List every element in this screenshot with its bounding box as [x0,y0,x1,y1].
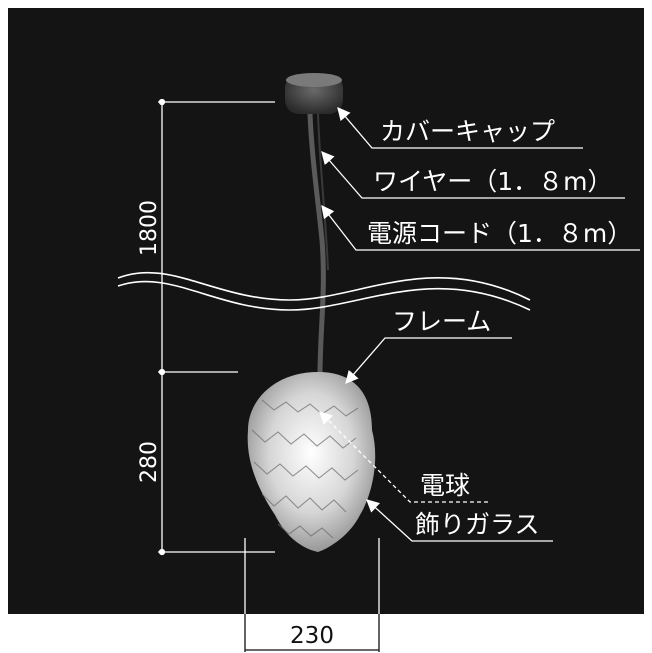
label-glass: 飾りガラス [415,510,540,539]
leader-cord [321,204,640,251]
break-symbol [117,271,531,311]
label-frame: フレーム [392,307,491,336]
leader-bulb [319,411,488,503]
dimension-horizontal [244,538,380,614]
canopy-shape [285,73,343,114]
dim-230-label: 230 [290,623,334,649]
dim-280-label: 280 [137,441,162,483]
leader-wire [321,151,625,199]
glass-shade [247,372,376,552]
dim-1800-label: 1800 [137,200,162,256]
leader-glass [366,499,553,542]
leader-canopy [337,107,583,149]
label-wire: ワイヤー（1．８m） [373,167,613,196]
leader-frame [345,337,512,384]
dimension-vertical [158,98,275,556]
cord-line [307,113,326,376]
label-canopy: カバーキャップ [380,117,555,146]
label-bulb: 電球 [420,471,470,500]
label-cord: 電源コード（1．８m） [367,219,632,248]
